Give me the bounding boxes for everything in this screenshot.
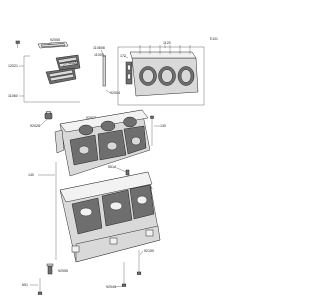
callout-1120: 1120 bbox=[163, 41, 171, 45]
callout-172: 172 bbox=[120, 54, 126, 58]
bottom-bolt-right bbox=[136, 250, 142, 275]
bolt-part bbox=[15, 40, 20, 48]
callout-92150: 92150 bbox=[144, 249, 154, 253]
dowel-a bbox=[125, 169, 130, 176]
callout-11009: 11009 bbox=[94, 53, 104, 57]
callout-551a-1: 551A bbox=[108, 165, 117, 169]
reed-valve-kit bbox=[15, 40, 81, 103]
callout-92055: 92055 bbox=[50, 38, 60, 42]
stud-bolt bbox=[150, 115, 154, 146]
crankcase-exploded-diagram: E101 92055 12022 12021 11060 bbox=[8, 37, 218, 295]
callout-12022: 12022 bbox=[68, 61, 78, 65]
reed-plate bbox=[45, 67, 77, 85]
bottom-bolt-left bbox=[37, 278, 43, 295]
head-studs bbox=[139, 45, 191, 54]
callout-92028: 92028 bbox=[30, 124, 40, 128]
callout-92045: 92045 bbox=[106, 285, 116, 289]
bottom-clip bbox=[46, 263, 54, 275]
plug-part bbox=[44, 111, 53, 120]
callout-12021: 12021 bbox=[8, 64, 18, 68]
lower-crankcase bbox=[59, 171, 161, 263]
bottom-bolt-center bbox=[121, 262, 127, 287]
upper-crankcase bbox=[54, 109, 151, 177]
callout-92004: 92004 bbox=[110, 91, 120, 95]
cylinder-head-group bbox=[117, 45, 205, 106]
callout-130: 130 bbox=[160, 124, 166, 128]
dowel-pin bbox=[102, 54, 106, 87]
page-code: E101 bbox=[210, 37, 218, 41]
callout-140: 140 bbox=[28, 173, 34, 177]
callout-92055-bottom: 92055 bbox=[58, 269, 68, 273]
callout-651: 651 bbox=[22, 283, 28, 287]
callout-110608: 110608 bbox=[93, 46, 105, 50]
head-frame bbox=[117, 46, 205, 106]
callout-11060: 11060 bbox=[8, 94, 18, 98]
callout-92003: 92003 bbox=[86, 116, 96, 120]
